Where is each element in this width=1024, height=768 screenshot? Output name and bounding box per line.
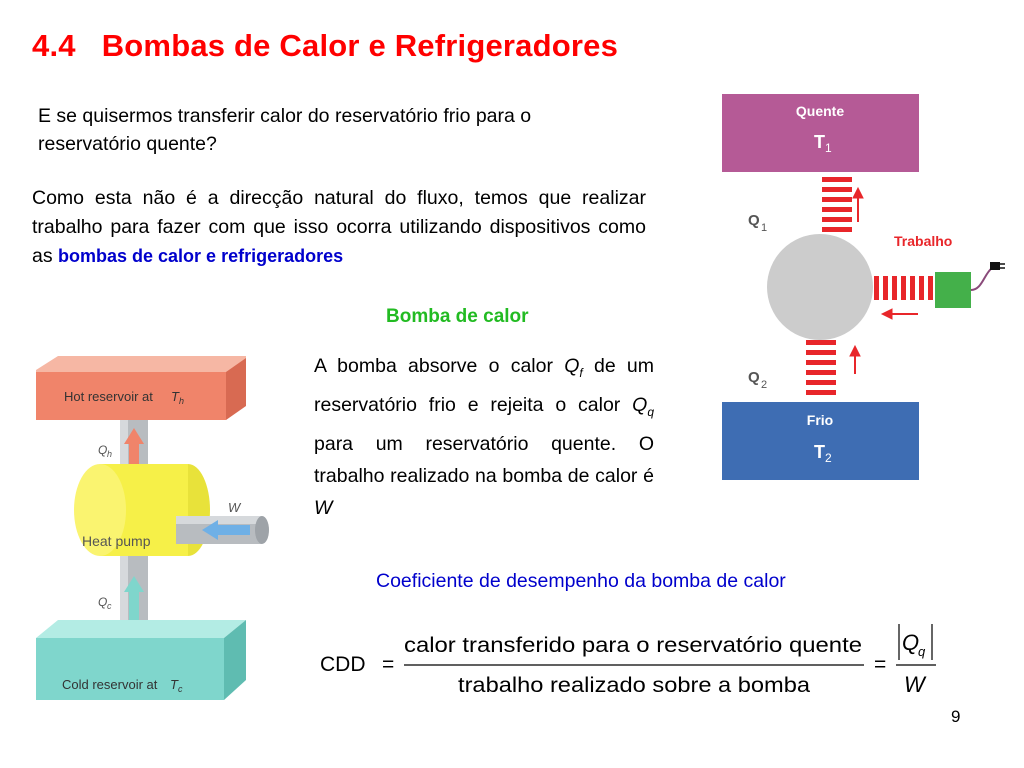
cold-label: Frio — [807, 412, 833, 428]
work-source-box — [935, 272, 971, 308]
power-cord — [970, 267, 993, 291]
formula-eq-2: = — [874, 653, 886, 676]
formula-denominator: trabalho realizado sobre a bomba — [458, 674, 810, 697]
hot-slab-front — [36, 372, 226, 420]
w-arrow-icon — [202, 520, 250, 540]
paragraph-2-highlight: bombas de calor e refrigeradores — [58, 246, 344, 266]
formula-q-sub: q — [918, 644, 926, 659]
formula-eq-1: = — [382, 653, 394, 676]
cold-reservoir-label: Cold reservoir at — [62, 677, 158, 692]
q1-label: Q — [748, 212, 760, 229]
cold-t-sub: 2 — [825, 451, 832, 465]
qh-sub: h — [107, 449, 112, 459]
lower-heat-bars — [806, 340, 836, 395]
section-number: 4.4 — [32, 28, 76, 63]
w-label: W — [228, 500, 242, 515]
cold-slab-top — [36, 620, 246, 638]
p3-part2: de um reservatório frio e rejeita o calo… — [314, 355, 654, 416]
work-arrow-icon — [880, 308, 918, 320]
q1-sub: 1 — [761, 222, 767, 234]
hot-t-sub: h — [179, 396, 184, 406]
formula-lhs: CDD — [320, 653, 366, 676]
qc-sub: c — [107, 601, 112, 611]
cold-t-symbol: T — [170, 677, 179, 692]
upper-heat-bars — [822, 177, 852, 232]
cold-t-sub: c — [178, 684, 183, 694]
cold-reservoir-box — [722, 402, 919, 480]
intro-text: E se quisermos transferir calor do reser… — [38, 105, 532, 155]
p3-part3: para um reservatório quente. O trabalho … — [314, 432, 654, 487]
heat-pump-schematic: Quente T 1 Q 1 Trabalho — [722, 94, 1005, 480]
hot-reservoir-label: Hot reservoir at — [64, 389, 153, 404]
formula-w: W — [904, 672, 927, 697]
pump-circle — [767, 234, 873, 340]
hot-reservoir-box — [722, 94, 919, 172]
paragraph-2-text: Como esta não é a direcção natural do fl… — [32, 187, 646, 267]
q2-label: Q — [748, 369, 760, 386]
formula-numerator: calor transferido para o reservatório qu… — [404, 634, 862, 657]
hot-t-symbol: T — [171, 389, 180, 404]
cold-t: T — [814, 442, 825, 462]
cold-slab-side — [224, 620, 246, 700]
qh-arrow-icon — [124, 428, 144, 478]
hot-slab-side — [226, 358, 246, 420]
qc-arrow-icon — [124, 576, 144, 626]
subheading-heat-pump: Bomba de calor — [386, 306, 529, 327]
lower-arrow-icon — [849, 344, 861, 374]
cold-slab-front — [36, 638, 224, 700]
symbol-qq: Qq — [632, 393, 654, 419]
cop-formula: CDD = calor transferido para o reservató… — [320, 624, 936, 697]
upper-arrow-icon — [852, 186, 864, 222]
work-bars — [874, 276, 933, 300]
work-label: Trabalho — [894, 233, 952, 249]
paragraph-2: Como esta não é a direcção natural do fl… — [32, 184, 646, 271]
paragraph-3: A bomba absorve o calor Qf de um reserva… — [314, 350, 654, 524]
p3-part1: A bomba absorve o calor — [314, 355, 565, 377]
hot-t: T — [814, 132, 825, 152]
pump-cylinder-face — [74, 464, 126, 556]
q2-sub: 2 — [761, 379, 767, 391]
heat-pump-label: Heat pump — [82, 533, 151, 549]
coefficient-heading: Coeficiente de desempenho da bomba de ca… — [376, 570, 786, 592]
symbol-qf: Qf — [564, 355, 583, 380]
plug-icon — [990, 262, 1005, 270]
title-text: Bombas de Calor e Refrigeradores — [101, 28, 619, 63]
hot-label: Quente — [796, 103, 844, 119]
qh-label: Q — [98, 443, 107, 457]
qc-label: Q — [98, 595, 107, 609]
formula-q: Q — [902, 630, 919, 655]
heat-pump-illustration: Hot reservoir at T h Q h Heat pump W Q c… — [36, 356, 269, 700]
page-number: 9 — [951, 707, 961, 726]
hot-t-sub: 1 — [825, 141, 832, 155]
symbol-w: W — [314, 496, 333, 519]
slide-title: 4.4 Bombas de Calor e Refrigeradores — [32, 28, 618, 64]
